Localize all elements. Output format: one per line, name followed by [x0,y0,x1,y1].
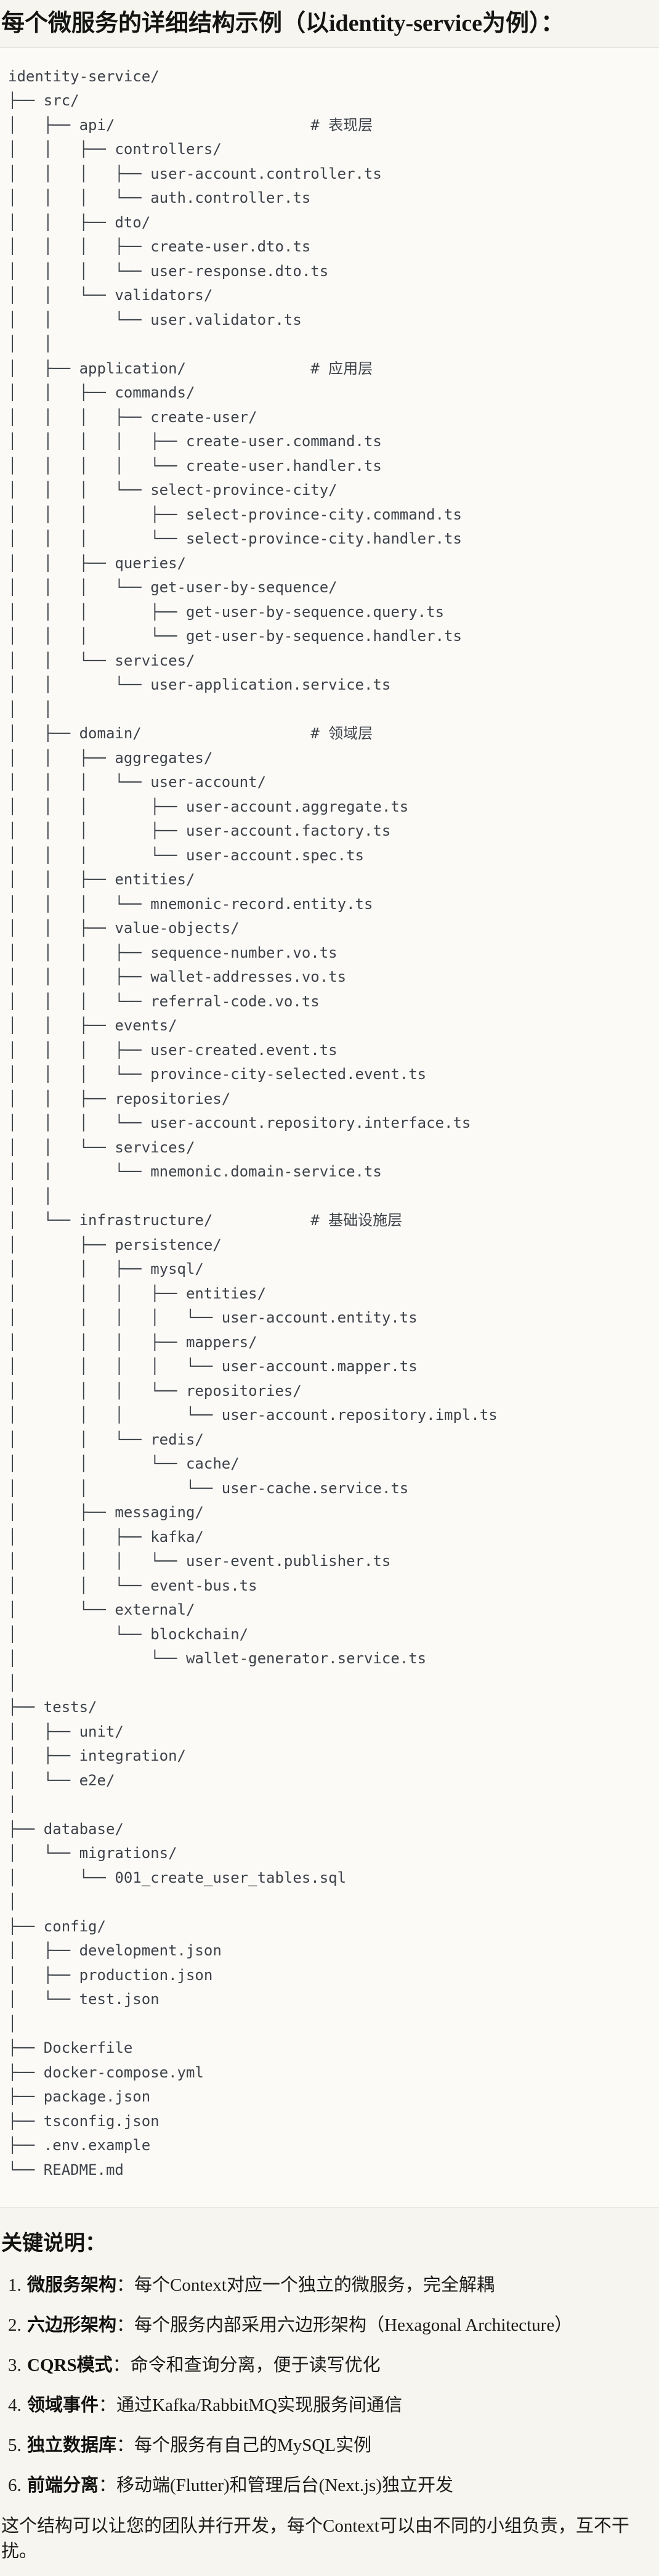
list-item: 六边形架构：每个服务内部采用六边形架构（Hexagonal Architectu… [26,2313,654,2338]
note-label: 前端分离 [27,2476,99,2496]
list-item: 独立数据库：每个服务有自己的MySQL实例 [26,2433,654,2458]
list-item: 前端分离：移动端(Flutter)和管理后台(Next.js)独立开发 [26,2473,654,2498]
notes-list: 微服务架构：每个Context对应一个独立的微服务，完全解耦 六边形架构：每个服… [1,2273,654,2498]
note-label: 独立数据库 [27,2435,117,2456]
note-label: CQRS模式 [27,2355,113,2376]
note-text: ：每个服务有自己的MySQL实例 [116,2435,372,2456]
note-text: ：每个Context对应一个独立的微服务，完全解耦 [116,2275,495,2296]
list-item: 领域事件：通过Kafka/RabbitMQ实现服务间通信 [26,2393,654,2418]
list-item: 微服务架构：每个Context对应一个独立的微服务，完全解耦 [26,2273,654,2297]
directory-tree: identity-service/ ├── src/ │ ├── api/ # … [8,67,498,2179]
note-label: 微服务架构 [27,2275,117,2296]
note-label: 六边形架构 [27,2315,117,2336]
note-text: ：每个服务内部采用六边形架构（Hexagonal Architecture） [116,2315,573,2336]
notes-heading: 关键说明： [1,2232,106,2255]
closing-paragraph: 这个结构可以让您的团队并行开发，每个Context可以由不同的小组负责，互不干扰… [1,2516,629,2561]
note-text: ：命令和查询分离，便于读写优化 [112,2355,381,2376]
note-text: ：移动端(Flutter)和管理后台(Next.js)独立开发 [99,2476,453,2496]
page-title: 每个微服务的详细结构示例（以identity-service为例）： [1,10,565,36]
code-block: identity-service/ ├── src/ │ ├── api/ # … [0,47,659,2207]
list-item: CQRS模式：命令和查询分离，便于读写优化 [26,2353,654,2378]
document: 每个微服务的详细结构示例（以identity-service为例）： ident… [0,9,659,2576]
note-text: ：通过Kafka/RabbitMQ实现服务间通信 [99,2395,402,2416]
note-label: 领域事件 [27,2395,99,2416]
